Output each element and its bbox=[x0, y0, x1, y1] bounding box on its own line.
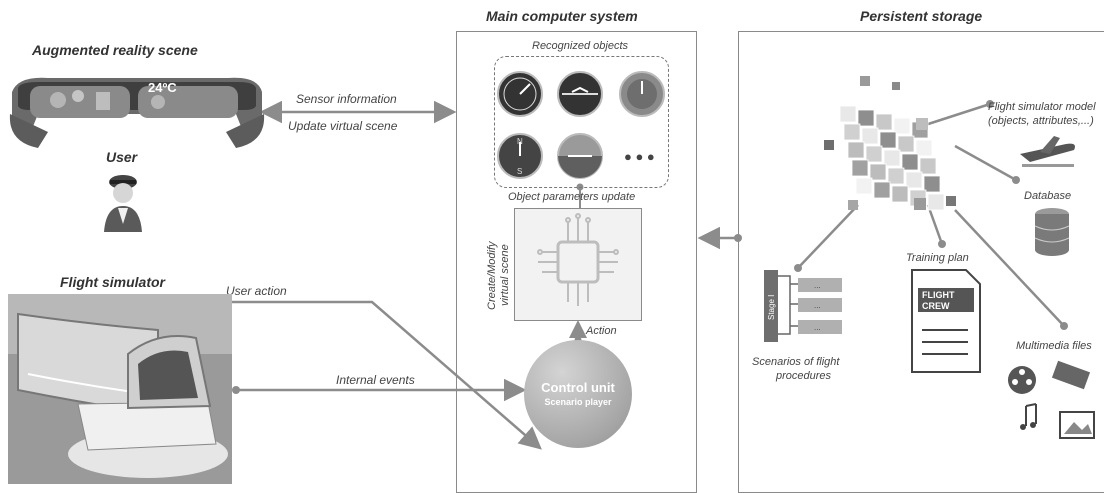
cube-cell bbox=[893, 117, 911, 135]
temperature-label: 24ºC bbox=[148, 80, 177, 95]
svg-text:S: S bbox=[517, 167, 522, 176]
cube-cell bbox=[875, 113, 893, 131]
cube-cell bbox=[839, 105, 857, 123]
ar-glasses-image: 24ºC bbox=[9, 77, 265, 148]
multimedia-icons bbox=[1008, 360, 1095, 439]
ar-scene-title: Augmented reality scene bbox=[32, 42, 198, 58]
internal-events-label: Internal events bbox=[336, 373, 415, 387]
cube-cell bbox=[923, 175, 941, 193]
cube-cell bbox=[927, 193, 945, 211]
cube-cell bbox=[847, 141, 865, 159]
scenario-player-label: Scenario player bbox=[544, 397, 612, 407]
stage-label: Stage I bbox=[767, 295, 776, 320]
svg-text:Create/Modify: Create/Modify bbox=[486, 240, 498, 310]
cube-cell bbox=[887, 167, 905, 185]
user-avatar bbox=[104, 175, 142, 232]
scenarios-label-1: Scenarios of flight bbox=[752, 356, 840, 368]
svg-text:...: ... bbox=[814, 301, 821, 310]
cube-cell bbox=[855, 177, 873, 195]
film-reel-icon bbox=[1008, 366, 1036, 394]
action-label: Action bbox=[586, 325, 617, 337]
svg-text:FLIGHT: FLIGHT bbox=[922, 290, 955, 300]
model-label-2: (objects, attributes,...) bbox=[988, 115, 1094, 127]
attitude-gauge-icon bbox=[557, 71, 603, 117]
chip-icon bbox=[537, 213, 619, 306]
svg-text:virtual scene: virtual scene bbox=[499, 244, 511, 306]
airspeed-gauge-icon bbox=[497, 71, 543, 117]
svg-text:CREW: CREW bbox=[922, 301, 950, 311]
cube-cell bbox=[905, 171, 923, 189]
cube-cell bbox=[901, 153, 919, 171]
database-label: Database bbox=[1024, 190, 1072, 202]
user-title: User bbox=[106, 149, 138, 165]
altimeter-gauge-icon bbox=[619, 71, 665, 117]
create-modify-label: Create/Modify virtual scene bbox=[486, 240, 511, 310]
svg-text:Stage I: Stage I bbox=[767, 295, 776, 320]
training-plan-label: Training plan bbox=[906, 252, 969, 264]
horizon-gauge-icon bbox=[557, 133, 603, 179]
instrument-gauges: NS ● ● ● bbox=[497, 71, 665, 179]
flight-simulator-image bbox=[8, 294, 232, 484]
cube-cell bbox=[915, 139, 933, 157]
cube-cell bbox=[857, 109, 875, 127]
svg-text:N: N bbox=[517, 137, 523, 146]
database-icon bbox=[1034, 208, 1070, 256]
stage-bar bbox=[764, 270, 778, 342]
cube-cell bbox=[861, 127, 879, 145]
control-unit-circle[interactable] bbox=[524, 340, 632, 448]
cube-cell bbox=[879, 131, 897, 149]
flight-sim-title: Flight simulator bbox=[60, 274, 165, 290]
scenario-steps: ... ... ... bbox=[778, 275, 842, 335]
cube-cell bbox=[897, 135, 915, 153]
film-strip-icon bbox=[1051, 360, 1091, 390]
cube-cell bbox=[873, 181, 891, 199]
svg-text:...: ... bbox=[814, 323, 821, 332]
cube-cell bbox=[919, 157, 937, 175]
training-document-icon: FLIGHT CREW bbox=[911, 269, 981, 373]
model-label-1: Flight simulator model bbox=[988, 101, 1096, 113]
user-action-label: User action bbox=[226, 284, 287, 298]
scenarios-label-2: procedures bbox=[776, 370, 832, 382]
more-objects-dots: ● ● ● bbox=[624, 149, 655, 164]
sensor-info-label: Sensor information bbox=[296, 92, 397, 106]
svg-text:...: ... bbox=[814, 281, 821, 290]
object-params-label: Object parameters update bbox=[508, 191, 636, 203]
cube-cell bbox=[843, 123, 861, 141]
picture-icon bbox=[1059, 411, 1095, 439]
cube-cell bbox=[891, 185, 909, 203]
control-unit-label: Control unit bbox=[541, 380, 615, 395]
update-scene-label: Update virtual scene bbox=[288, 119, 398, 133]
recognized-objects-group bbox=[494, 56, 669, 188]
recognized-objects-title: Recognized objects bbox=[532, 40, 629, 52]
cube-cell bbox=[865, 145, 883, 163]
multimedia-label: Multimedia files bbox=[1016, 340, 1092, 352]
cube-cell bbox=[869, 163, 887, 181]
floating-cubes bbox=[824, 76, 956, 210]
music-note-icon bbox=[1020, 403, 1037, 430]
data-cube-icon bbox=[839, 105, 945, 211]
cube-cell bbox=[883, 149, 901, 167]
heading-gauge-icon: NS bbox=[497, 133, 543, 179]
airplane-icon bbox=[1020, 136, 1075, 167]
storage-title: Persistent storage bbox=[860, 8, 983, 24]
cube-cell bbox=[851, 159, 869, 177]
main-computer-title: Main computer system bbox=[486, 8, 638, 24]
